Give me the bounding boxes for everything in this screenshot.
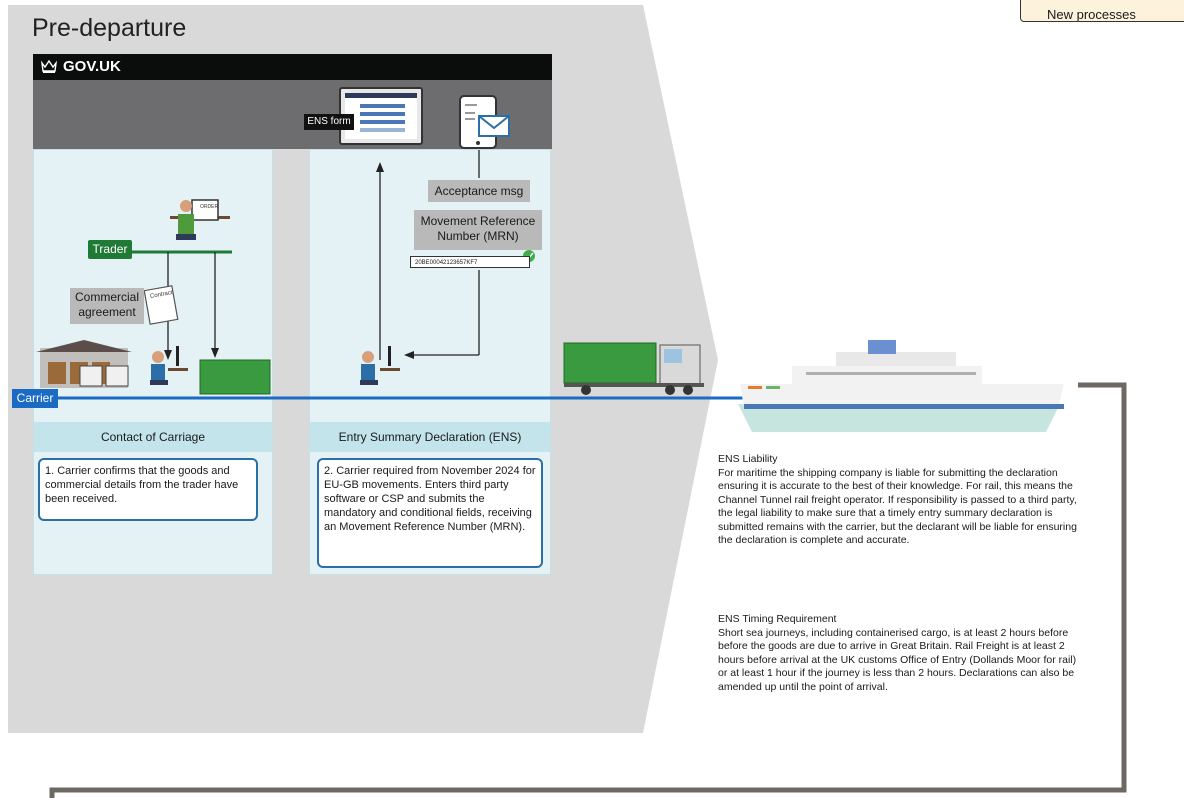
step-description: 1. Carrier confirms that the goods and c… — [38, 458, 258, 521]
worker-icon — [150, 346, 188, 385]
crown-icon — [40, 59, 58, 73]
commercial-agreement-label: Commercial agreement — [70, 288, 144, 324]
note-body: Short sea journeys, including containeri… — [718, 626, 1077, 693]
trader-tag: Trader — [88, 240, 132, 259]
mrn-label: Movement Reference Number (MRN) — [414, 210, 542, 250]
truck-icon — [563, 342, 704, 395]
worker-icon — [170, 199, 230, 240]
ship-icon — [738, 340, 1064, 432]
ens-liability-note: ENS Liability For maritime the shipping … — [718, 453, 1088, 548]
contract-icon — [143, 285, 179, 325]
note-heading: ENS Timing Requirement — [718, 613, 837, 625]
mrn-value-field: 20BE00042123657KF7 — [410, 256, 530, 268]
panel-heading: Entry Summary Declaration (ENS) — [310, 422, 550, 452]
panel-heading: Contact of Carriage — [34, 422, 272, 452]
ens-timing-note: ENS Timing Requirement Short sea journey… — [718, 613, 1088, 694]
legend-new-processes: New processes — [1020, 0, 1184, 22]
ens-form-tag: ENS form — [304, 114, 354, 130]
envelope-icon — [478, 115, 510, 137]
order-label: ORDER — [200, 204, 219, 210]
note-heading: ENS Liability — [718, 453, 778, 465]
acceptance-msg-label: Acceptance msg — [428, 180, 530, 202]
page-title: Pre-departure — [32, 14, 187, 42]
container-icon — [199, 359, 271, 395]
govuk-label: GOV.UK — [63, 58, 121, 75]
govuk-header: GOV.UK — [33, 54, 552, 80]
note-body: For maritime the shipping company is lia… — [718, 466, 1077, 547]
worker-icon — [360, 346, 400, 385]
warehouse-icon — [36, 340, 132, 388]
step-description: 2. Carrier required from November 2024 f… — [317, 458, 543, 568]
carrier-tag: Carrier — [12, 389, 58, 408]
laptop-icon — [339, 87, 423, 145]
